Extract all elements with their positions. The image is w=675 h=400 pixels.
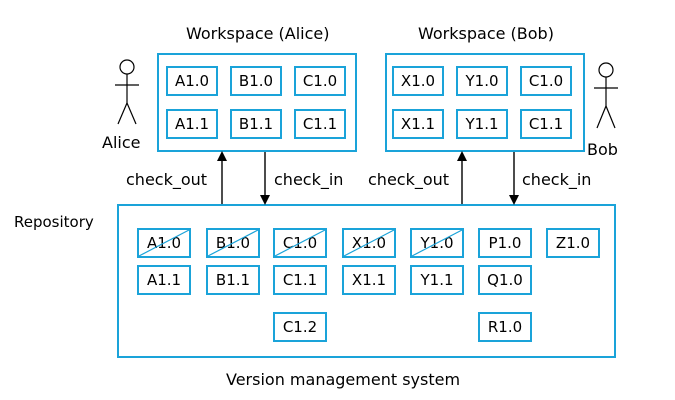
repo-item: X1.1 (342, 265, 396, 295)
repo-item-crossed: B1.0 (206, 228, 260, 258)
alice-workspace-title: Workspace (Alice) (186, 24, 330, 43)
repo-item: B1.1 (206, 265, 260, 295)
bob-checkout-label: check_out (368, 170, 450, 189)
bob-item: C1.0 (520, 66, 572, 96)
alice-figure (115, 59, 139, 125)
bob-item: C1.1 (520, 109, 572, 139)
repo-item: A1.1 (137, 265, 191, 295)
bob-item: Y1.1 (456, 109, 508, 139)
alice-item: C1.0 (294, 66, 346, 96)
repository-title: Repository (14, 213, 94, 231)
repo-item-crossed: Y1.0 (410, 228, 464, 258)
repo-item: R1.0 (478, 312, 532, 342)
repo-item: Y1.1 (410, 265, 464, 295)
alice-item: A1.0 (166, 66, 218, 96)
repo-item: C1.1 (273, 265, 327, 295)
alice-item: C1.1 (294, 109, 346, 139)
alice-item: B1.1 (230, 109, 282, 139)
alice-item: B1.0 (230, 66, 282, 96)
repo-item-crossed: C1.0 (273, 228, 327, 258)
bob-workspace-title: Workspace (Bob) (418, 24, 554, 43)
system-title: Version management system (226, 370, 461, 389)
alice-checkout-label: check_out (126, 170, 208, 189)
bob-item: X1.1 (392, 109, 444, 139)
bob-figure (594, 62, 618, 129)
alice-item: A1.1 (166, 109, 218, 139)
alice-checkin-label: check_in (274, 170, 344, 189)
repo-item: Z1.0 (546, 228, 600, 258)
bob-item: X1.0 (392, 66, 444, 96)
repo-item: C1.2 (273, 312, 327, 342)
repo-item: Q1.0 (478, 265, 532, 295)
repo-item: P1.0 (478, 228, 532, 258)
repo-item-crossed: X1.0 (342, 228, 396, 258)
alice-label: Alice (102, 133, 141, 152)
bob-checkin-label: check_in (522, 170, 592, 189)
bob-item: Y1.0 (456, 66, 508, 96)
bob-label: Bob (587, 140, 618, 159)
repo-item-crossed: A1.0 (137, 228, 191, 258)
